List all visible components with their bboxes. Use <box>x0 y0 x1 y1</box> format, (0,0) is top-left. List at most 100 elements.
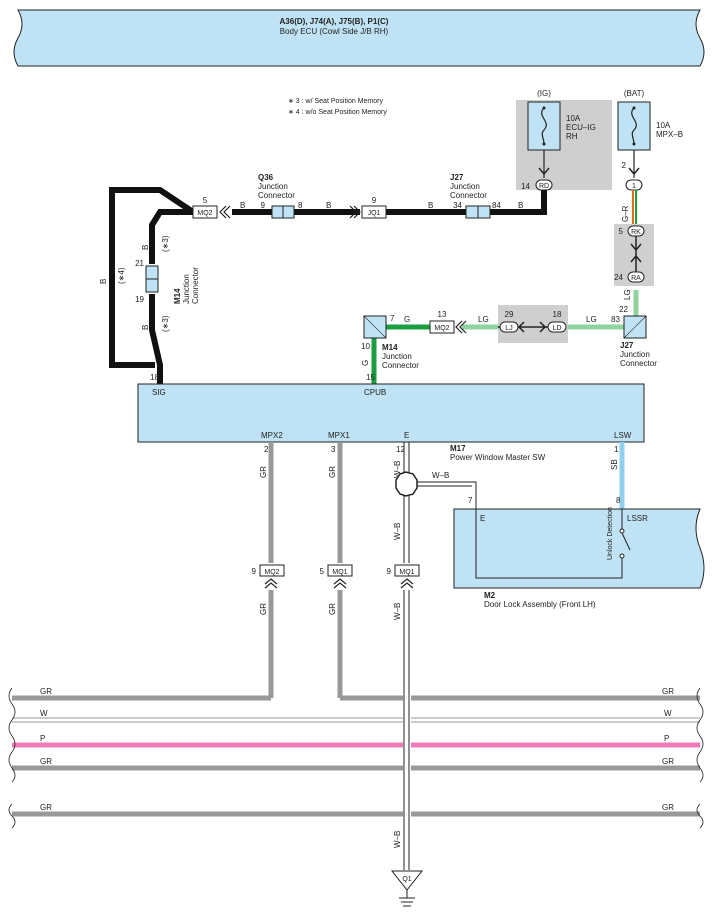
ground-label: Q1 <box>402 876 411 883</box>
wire-gr-bat: G–R <box>621 190 637 226</box>
wire-label-g-r: G–R <box>621 205 630 222</box>
j27b-id: J27 <box>620 341 634 350</box>
wire-label-lg-3: LG <box>623 289 632 300</box>
ra-label: RA <box>631 275 641 282</box>
m14a-l2: Connector <box>191 267 200 304</box>
wire-label-b-1: B <box>240 201 245 210</box>
fuse-ig-sub: RH <box>566 132 578 141</box>
fuse-ecu-ig: (IG) 10A ECU–IG RH 14 RD <box>516 89 612 191</box>
m17-mpx1: MPX1 <box>328 431 350 440</box>
mq2-bot-pin: 9 <box>252 567 257 576</box>
m2-e: E <box>480 514 485 523</box>
wire-label-b-2: B <box>326 201 331 210</box>
m2-pin7: 7 <box>468 496 473 505</box>
bus-label-w-right: W <box>664 709 672 718</box>
ground-q1: Q1 <box>390 870 424 907</box>
q36-l2: Connector <box>258 191 295 200</box>
m14b-l2: Connector <box>382 361 419 370</box>
lj-pin: 29 <box>505 310 514 319</box>
m17-e: E <box>404 431 409 440</box>
m2-pin8: 8 <box>616 496 621 505</box>
fuse-bat-name: MPX–B <box>656 130 683 139</box>
m2-switch: Unlock Detection <box>607 507 614 560</box>
bus-label-gr-left-3: GR <box>40 803 52 812</box>
wire-label-star4: (∗4) <box>117 267 126 284</box>
ld-pin: 18 <box>553 310 562 319</box>
wire-b-sig <box>109 187 547 388</box>
m14b-p1: 7 <box>390 314 395 323</box>
fuse-bat-source: (BAT) <box>624 89 645 98</box>
m14a-p2: 19 <box>135 295 144 304</box>
jq1-pin: 9 <box>372 196 377 205</box>
m17-box: 18 SIG 15 CPUB MPX2 MPX1 E LSW <box>137 373 645 443</box>
fuse-bat-pin: 2 <box>622 161 627 170</box>
wire-label-gr-3: GR <box>328 466 337 478</box>
wire-wb-ground: W–B W–B W–B W–B W–B <box>393 442 620 870</box>
mq2-top-label: MQ2 <box>197 210 212 217</box>
rk-pin: 5 <box>619 227 624 236</box>
m14a-id: M14 <box>173 288 182 304</box>
fuse-bat-amp: 10A <box>656 121 671 130</box>
junction-m14-vertical: 21 19 M14 Junction Connector <box>135 259 200 304</box>
bus-label-gr-left-2: GR <box>40 757 52 766</box>
wire-label-wb-branch: W–B <box>432 471 449 480</box>
connector-mq1-b: MQ1 9 <box>387 564 420 589</box>
m17-mpx2: MPX2 <box>261 431 283 440</box>
wire-label-b-6: B <box>141 245 150 250</box>
j27b-p1: 22 <box>619 305 628 314</box>
wire-label-sb: SB <box>610 459 619 470</box>
fuse-ig-source: (IG) <box>537 89 551 98</box>
bus-label-p-right: P <box>664 734 669 743</box>
wire-g-cpub <box>371 290 639 388</box>
m14b-p2: 10 <box>361 342 370 351</box>
m17-mpx2-num: 2 <box>264 445 269 454</box>
m14b-l1: Junction <box>382 352 412 361</box>
q36-p1: 9 <box>261 201 266 210</box>
wire-label-lg-2: LG <box>586 315 597 324</box>
j27a-l2: Connector <box>450 191 487 200</box>
m17-sig-num: 18 <box>150 373 159 382</box>
m14a-p1: 21 <box>135 259 144 268</box>
wire-label-g-h: G <box>404 315 410 324</box>
wire-label-gr-2: GR <box>259 603 268 615</box>
wire-label-gr-1: GR <box>259 466 268 478</box>
body-ecu-codes: A36(D), J74(A), J75(B), P1(C) <box>280 17 389 26</box>
m17-name: Power Window Master SW <box>450 453 546 462</box>
fuse-ig-pin: 14 <box>521 182 530 191</box>
wire-label-lg-1: LG <box>478 315 489 324</box>
wire-gr-mpx1: GR GR <box>328 442 700 701</box>
m17-mpx1-num: 3 <box>331 445 336 454</box>
mq1-b-pin: 9 <box>387 567 392 576</box>
q36-id: Q36 <box>258 173 274 182</box>
fuse-ig-conn: RD <box>539 183 549 190</box>
wire-label-b-5: B <box>99 279 108 284</box>
m17-e-num: 12 <box>396 445 405 454</box>
j27a-id: J27 <box>450 173 464 182</box>
wire-label-wb-4: W–B <box>393 831 402 848</box>
connector-jq1: JQ1 9 <box>349 196 387 219</box>
wire-label-star3-a: (∗3) <box>161 235 170 252</box>
fuse-ig-name: ECU–IG <box>566 123 596 132</box>
m17-id: M17 <box>450 444 466 453</box>
connector-mq1-a: MQ1 5 <box>320 564 353 589</box>
junction-q36: Q36 Junction Connector 9 8 <box>258 173 303 219</box>
connector-mq2-top: MQ2 5 <box>192 196 231 219</box>
m17-cpub-num: 15 <box>366 373 375 382</box>
wire-label-b-3: B <box>428 201 433 210</box>
bus-label-gr-right-2: GR <box>662 757 674 766</box>
m14a-l1: Junction <box>182 274 191 304</box>
rk-label: RK <box>631 229 641 236</box>
mq2-mid-label: MQ2 <box>434 325 449 332</box>
connector-rk: RK 5 <box>619 225 645 237</box>
jq1-label: JQ1 <box>368 210 381 217</box>
bus-label-w-left: W <box>40 709 48 718</box>
m2-lssr: LSSR <box>627 514 648 523</box>
junction-j27-bottom: 22 83 J27 Junction Connector <box>611 305 657 368</box>
m14b-id: M14 <box>382 343 398 352</box>
wire-label-gr-4: GR <box>328 603 337 615</box>
wire-gr-mpx2: GR GR <box>12 442 274 701</box>
wire-label-wb-1: W–B <box>393 461 402 478</box>
bus-label-gr-right-3: GR <box>662 803 674 812</box>
wire-label-wb-2: W–B <box>393 523 402 540</box>
